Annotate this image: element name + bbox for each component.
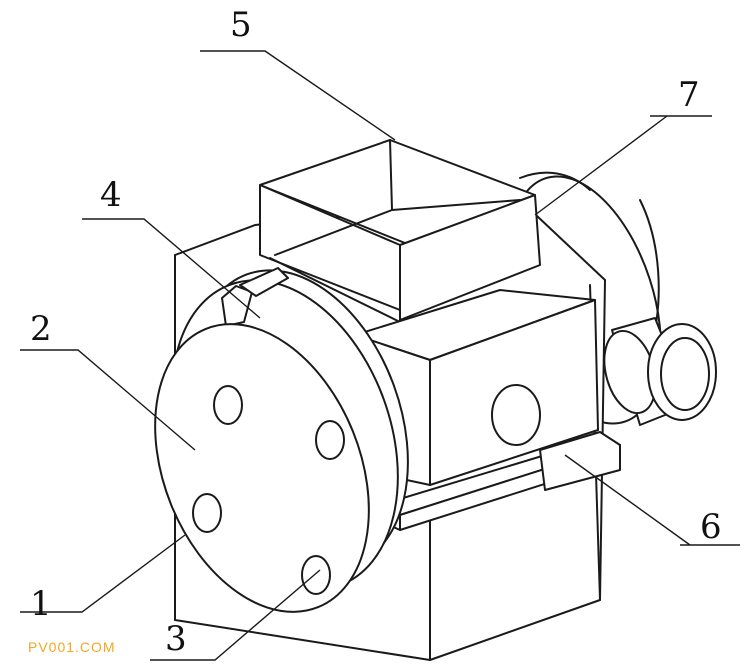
label-7: 7 bbox=[678, 75, 700, 115]
label-2: 2 bbox=[30, 309, 52, 349]
inlet-hopper bbox=[259, 139, 541, 323]
bolt-hole bbox=[301, 555, 331, 595]
leader-lines bbox=[20, 50, 740, 661]
label-1: 1 bbox=[30, 584, 52, 624]
label-5: 5 bbox=[230, 5, 252, 45]
bolt-hole bbox=[213, 385, 243, 425]
label-4: 4 bbox=[100, 175, 122, 215]
outlet-pipe bbox=[603, 317, 717, 426]
label-3: 3 bbox=[165, 619, 187, 659]
bolt-hole bbox=[315, 420, 345, 460]
watermark: PV001.COM bbox=[28, 639, 116, 655]
bracket-4 bbox=[221, 267, 289, 327]
label-6: 6 bbox=[700, 507, 722, 547]
bolt-hole bbox=[192, 493, 222, 533]
guide-rail bbox=[379, 431, 621, 531]
part-labels: 5 7 4 2 1 3 6 bbox=[30, 5, 722, 659]
front-flange bbox=[154, 323, 370, 613]
